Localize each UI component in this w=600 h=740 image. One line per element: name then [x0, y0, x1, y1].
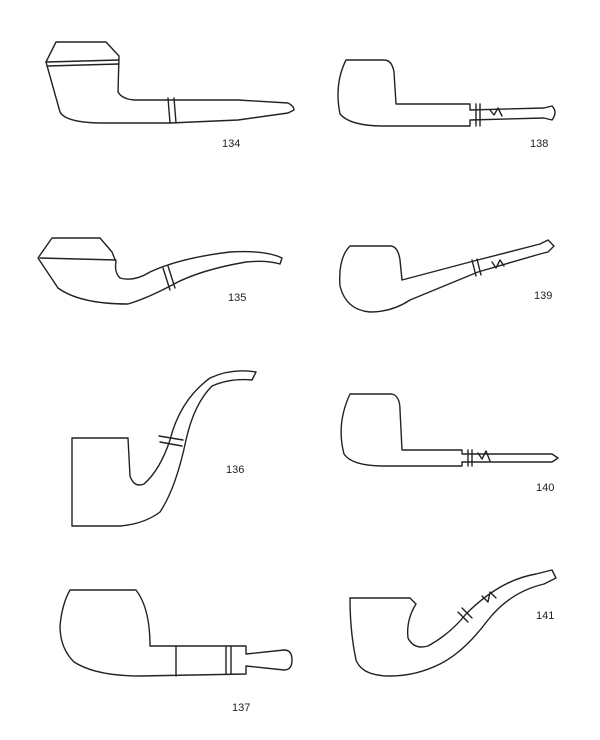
pipe-135-drawing: [37, 237, 283, 305]
pipe-140-label: 140: [536, 482, 555, 494]
pipe-138-label: 138: [530, 138, 549, 150]
pipe-138-drawing: [337, 59, 556, 127]
pipe-134-drawing: [45, 41, 295, 124]
pipe-137-label: 137: [232, 702, 251, 714]
pipe-139-drawing: [339, 239, 555, 313]
pipe-140-drawing: [340, 393, 559, 467]
pipe-136-drawing: [71, 370, 257, 527]
pipe-141-drawing: [349, 569, 557, 677]
pipe-139-label: 139: [534, 290, 553, 302]
pipe-136-label: 136: [226, 464, 245, 476]
pipe-134-label: 134: [222, 138, 241, 150]
pipe-141-label: 141: [536, 610, 555, 622]
pipe-135-label: 135: [228, 292, 247, 304]
pipe-137-drawing: [59, 589, 293, 677]
